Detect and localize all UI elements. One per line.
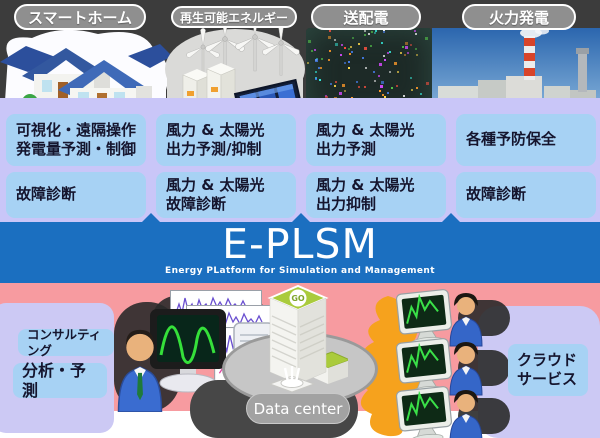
category-label: 送配電 [343,8,389,27]
chimney-icon [520,28,549,80]
datacenter-label-pill: Data center [246,393,350,424]
capability-text: 風力 & 太陽光 出力抑制 [316,175,415,214]
consulting-label: コンサルティング [27,326,102,358]
capability-text: 風力 & 太陽光 出力予測 [316,120,415,159]
banner-subtitle: Energy PLatform for Simulation and Manag… [165,266,435,276]
category-pill-grid: 送配電 [311,4,421,30]
banner-bump [442,213,460,222]
banner-band [0,222,600,283]
capability-box-thermal-2: 故障診断 [456,172,596,218]
datacenter-label: Data center [253,399,343,418]
capability-text: 風力 & 太陽光 出力予測/抑制 [166,120,265,159]
analysis-label: 分析・予測 [22,360,87,400]
category-pill-smart-home: スマートホーム [14,4,146,30]
datacenter-building-icon: GO [267,284,348,393]
capability-box-smart-home-1: 可視化・遠隔操作 発電量予測・制御 [6,114,146,166]
cloud-service-label: クラウド サービス [517,351,578,388]
banner-bump [292,213,310,222]
capability-box-smart-home-2: 故障診断 [6,172,146,218]
capability-box-renewable-1: 風力 & 太陽光 出力予測/抑制 [156,114,296,166]
category-pill-renewable: 再生可能エネルギー [171,6,297,28]
building-sign: GO [291,294,305,303]
capability-text: 故障診断 [16,185,77,204]
capability-box-renewable-2: 風力 & 太陽光 故障診断 [156,172,296,218]
capability-box-grid-1: 風力 & 太陽光 出力予測 [306,114,446,166]
fountain-icon [268,366,316,393]
capability-box-thermal-1: 各種予防保全 [456,114,596,166]
banner-bump [142,213,160,222]
capability-text: 各種予防保全 [466,130,557,149]
capability-text: 風力 & 太陽光 故障診断 [166,175,265,214]
category-label: 火力発電 [488,8,549,27]
category-label: 再生可能エネルギー [179,10,288,25]
analyst-person-icon [117,329,163,412]
analysis-box: 分析・予測 [13,360,107,400]
crt-monitor-icon [150,309,226,393]
capability-text: 故障診断 [466,185,527,204]
roof-shape [0,46,58,72]
cooling-tower-icon [576,48,589,92]
cloud-service-box: クラウド サービス [508,344,588,396]
consulting-box: コンサルティング [18,326,114,358]
banner-title: E-PLSM [222,220,378,268]
category-label: スマートホーム [27,8,133,27]
category-pill-thermal: 火力発電 [462,4,576,30]
cloud-user-icon [396,385,483,438]
capability-box-grid-2: 風力 & 太陽光 出力抑制 [306,172,446,218]
capability-text: 可視化・遠隔操作 発電量予測・制御 [16,120,137,159]
